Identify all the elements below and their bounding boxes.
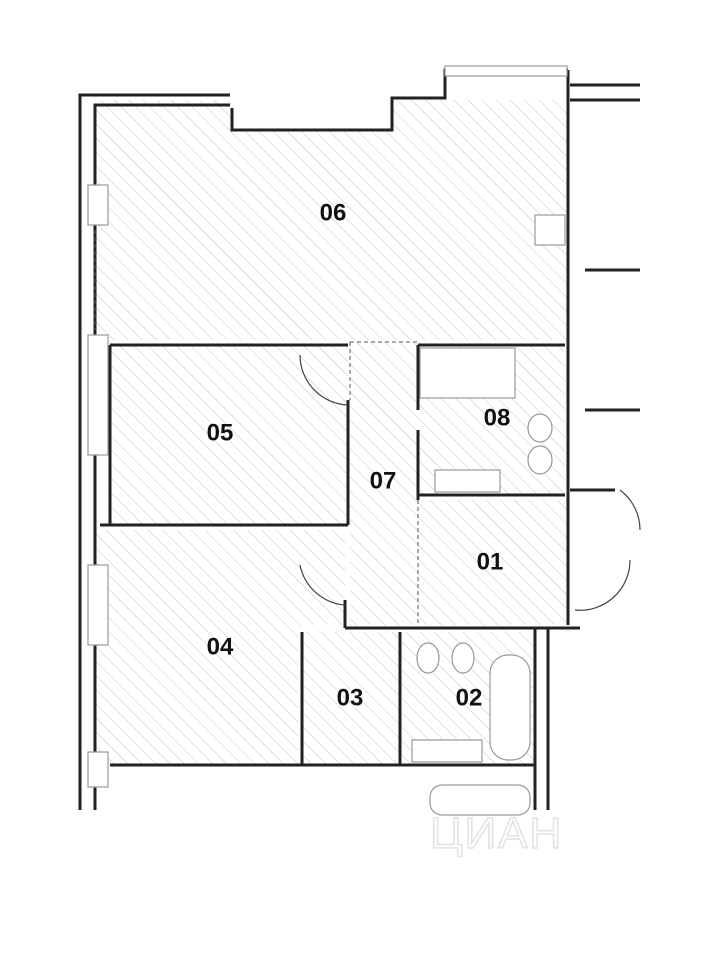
double-sink-icon — [411, 739, 483, 763]
room-06: 06 — [95, 100, 568, 340]
bidet-icon — [527, 445, 553, 475]
toilet-icon — [416, 642, 440, 674]
boundaries — [94, 230, 419, 625]
room-06-label: 06 — [320, 199, 347, 226]
double-sink-icon — [434, 469, 501, 493]
windows — [87, 65, 568, 788]
room-08-label: 08 — [484, 404, 511, 431]
toilet-icon — [527, 413, 553, 443]
bidet-icon — [451, 642, 475, 674]
room-01: 01 — [418, 500, 570, 625]
room-03-label: 03 — [337, 684, 364, 711]
room-01-label: 01 — [477, 548, 504, 575]
sink-icon — [534, 214, 566, 246]
bathtub-icon — [489, 654, 531, 761]
fixtures — [411, 214, 566, 816]
room-04-label: 04 — [207, 633, 234, 660]
room-07-label: 07 — [370, 467, 397, 494]
watermark-logo: ЦИАН — [430, 809, 563, 858]
room-05: 05 — [110, 345, 348, 525]
doors — [299, 354, 641, 611]
room-03: 03 — [302, 632, 400, 765]
room-04: 04 — [95, 530, 345, 765]
shower-icon — [419, 347, 516, 399]
room-02-label: 02 — [456, 684, 483, 711]
bathtub-icon — [429, 784, 531, 816]
room-05-label: 05 — [207, 419, 234, 446]
room-07: 07 — [350, 342, 418, 625]
walls — [78, 68, 640, 810]
